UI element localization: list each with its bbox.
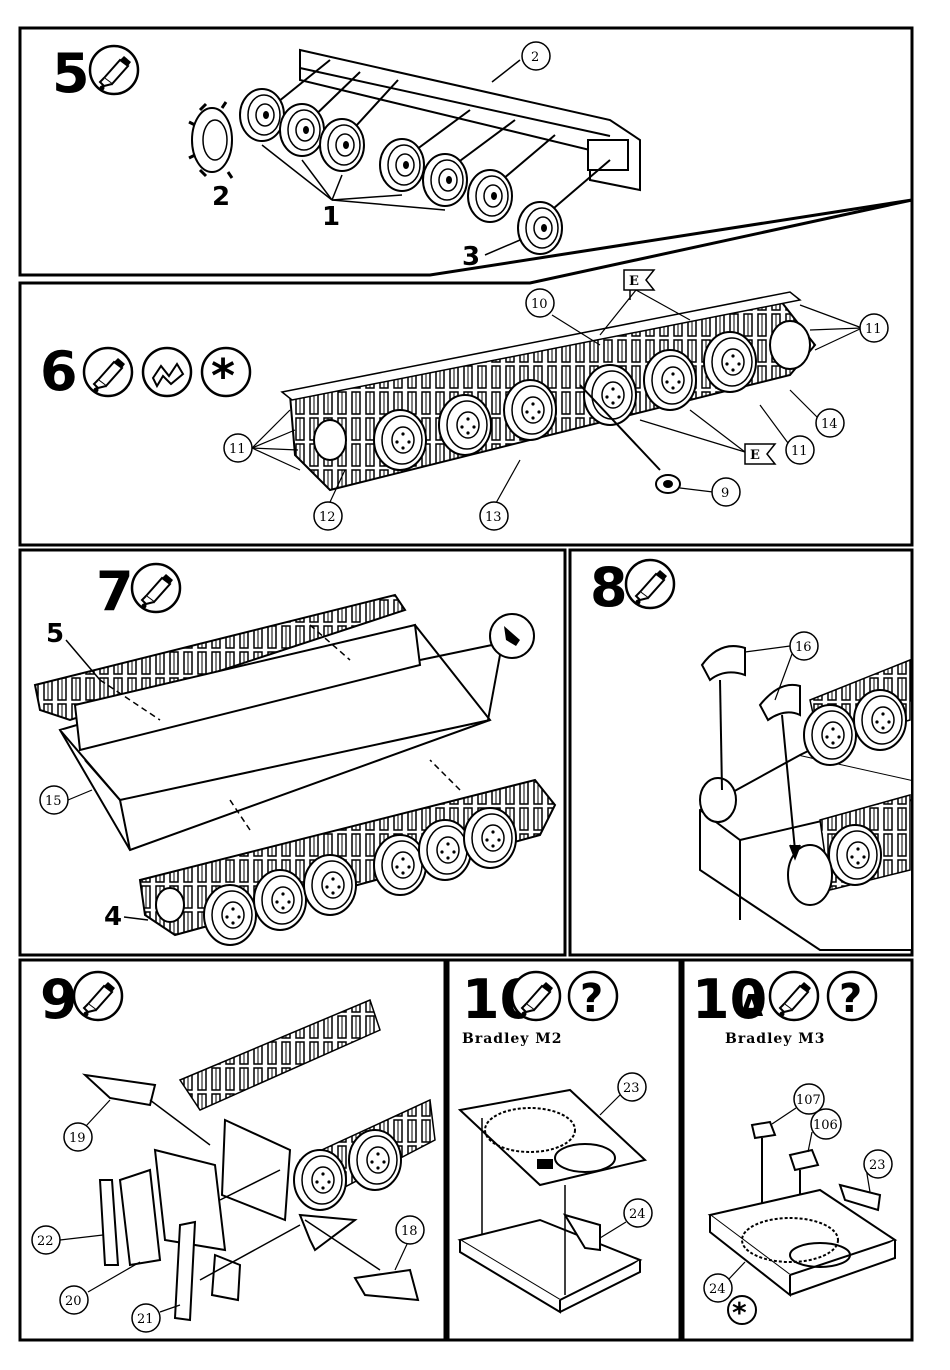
floor-plate-part-23 xyxy=(460,1090,645,1185)
track-detail xyxy=(180,1000,435,1210)
step-7-number: 7 xyxy=(96,560,134,623)
svg-text:12: 12 xyxy=(319,510,336,525)
svg-text:24: 24 xyxy=(709,1282,726,1297)
sprocket-part-2 xyxy=(189,102,232,178)
svg-text:10: 10 xyxy=(531,297,548,312)
step-10a-caption: Bradley M3 xyxy=(725,1031,826,1047)
callout-part-11-left: 11 xyxy=(224,410,300,470)
track-assembly xyxy=(282,292,815,490)
step-7-label-part-4: 4 xyxy=(104,902,122,932)
svg-text:23: 23 xyxy=(869,1158,886,1173)
svg-text:E: E xyxy=(629,274,639,289)
floor-assembly-part-23-24 xyxy=(710,1185,895,1295)
svg-text:?: ? xyxy=(839,976,862,1022)
glue-tube-icon xyxy=(84,348,132,396)
svg-text:11: 11 xyxy=(229,442,246,457)
callout-part-20: 20 xyxy=(60,1262,140,1314)
svg-text:24: 24 xyxy=(629,1207,646,1222)
svg-text:20: 20 xyxy=(65,1294,82,1309)
step-8-panel: 8 16 xyxy=(590,556,912,950)
svg-text:107: 107 xyxy=(796,1093,821,1108)
callout-part-15: 15 xyxy=(40,786,92,814)
step-5-label-part-3: 3 xyxy=(462,242,480,272)
svg-text:?: ? xyxy=(580,976,603,1022)
decal-flag-e-bottom: E xyxy=(640,410,775,464)
callout-part-106: 106 xyxy=(808,1109,841,1152)
flex-part-icon xyxy=(143,348,191,396)
step-5-panel: 5 xyxy=(52,42,640,272)
svg-text:11: 11 xyxy=(791,444,808,459)
callout-part-14: 14 xyxy=(790,390,844,437)
svg-text:2: 2 xyxy=(531,50,539,65)
step-10-caption: Bradley M2 xyxy=(462,1031,563,1047)
svg-text:E: E xyxy=(750,448,760,463)
svg-text:*: * xyxy=(732,1296,747,1329)
callout-part-9: 9 xyxy=(680,478,740,506)
svg-text:13: 13 xyxy=(485,510,502,525)
svg-text:16: 16 xyxy=(795,640,812,655)
step-9-panel: 9 19 xyxy=(32,968,435,1332)
glue-tube-icon xyxy=(512,972,560,1020)
callout-part-18: 18 xyxy=(395,1216,424,1270)
idler-wheel-part-3 xyxy=(518,202,562,254)
step-6-panel: 6 * E xyxy=(40,270,888,530)
step-5-label-part-1: 1 xyxy=(322,202,340,232)
svg-text:21: 21 xyxy=(137,1312,154,1327)
callout-part-23: 23 xyxy=(864,1150,892,1192)
step-10a-suffix: A xyxy=(740,989,764,1024)
rear-assembly-parts xyxy=(85,1075,418,1320)
step-6-number: 6 xyxy=(40,340,78,403)
svg-text:11: 11 xyxy=(865,322,882,337)
glue-tube-icon xyxy=(626,560,674,608)
svg-text:22: 22 xyxy=(37,1234,54,1249)
callout-part-19: 19 xyxy=(64,1100,110,1151)
glue-tube-icon xyxy=(90,46,138,94)
step-10-panel: 10 ? Bradley M2 23 xyxy=(460,968,652,1312)
step-8-number: 8 xyxy=(590,556,628,619)
svg-text:19: 19 xyxy=(69,1131,86,1146)
question-mark-icon: ? xyxy=(569,972,617,1022)
callout-part-2: 2 xyxy=(492,42,550,82)
glue-tube-icon xyxy=(132,564,180,612)
step-7-label-part-5: 5 xyxy=(46,619,64,649)
step-5-number: 5 xyxy=(52,42,90,105)
svg-text:18: 18 xyxy=(401,1224,418,1239)
step-7-panel: 7 xyxy=(35,560,555,945)
callout-part-13: 13 xyxy=(480,460,520,530)
svg-text:15: 15 xyxy=(45,794,62,809)
svg-text:14: 14 xyxy=(821,417,838,432)
step-10a-panel: 10 A ? Bradley M3 107 xyxy=(692,968,895,1329)
svg-text:9: 9 xyxy=(721,486,729,501)
callout-part-22: 22 xyxy=(32,1226,103,1254)
callout-part-24: 24 xyxy=(600,1199,652,1238)
svg-text:23: 23 xyxy=(623,1081,640,1096)
asterisk-icon: * xyxy=(728,1296,756,1329)
svg-text:*: * xyxy=(211,349,235,403)
asterisk-icon: * xyxy=(202,348,250,403)
question-mark-icon: ? xyxy=(828,972,876,1022)
glue-tube-icon xyxy=(74,972,122,1020)
svg-text:106: 106 xyxy=(813,1118,838,1133)
step-5-label-part-2: 2 xyxy=(212,182,230,212)
step-9-number: 9 xyxy=(40,968,78,1031)
callout-part-21: 21 xyxy=(132,1304,180,1332)
callout-part-23: 23 xyxy=(600,1073,646,1115)
glue-tube-icon xyxy=(770,972,818,1020)
